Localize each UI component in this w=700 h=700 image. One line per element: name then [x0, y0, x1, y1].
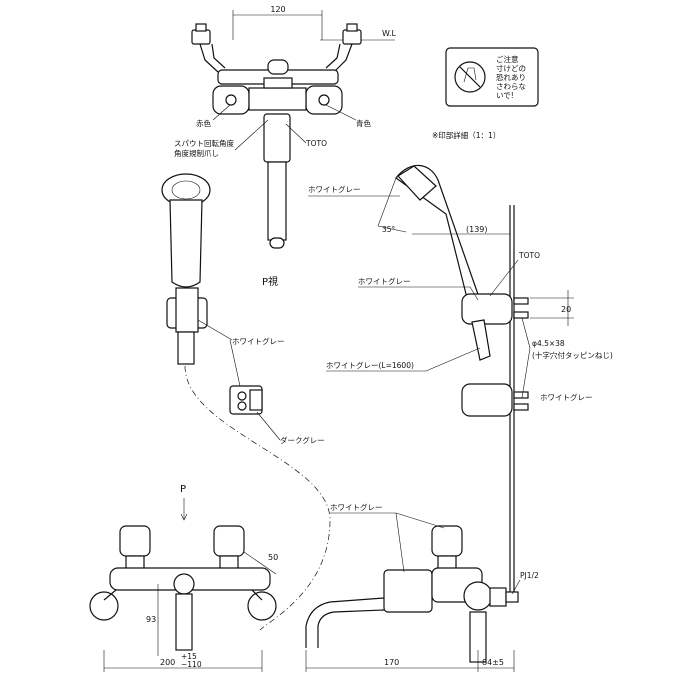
- stamp-detail-label: ※印部詳細（1：1）: [432, 130, 500, 140]
- red-color-label: 赤色: [196, 118, 211, 128]
- hand-icon: [463, 67, 477, 83]
- white-gray-hose-left-label: ホワイトグレー: [358, 276, 411, 286]
- warning-text-5: いで!: [496, 91, 514, 100]
- shower-side-right: 35° ホワイトグレー (139) TOTO ホワイトグレー 20 φ4.5×3…: [308, 164, 613, 600]
- shower-head-left: ホワイトグレー ダークグレー: [161, 173, 331, 631]
- pj-label: PJ1/2: [520, 571, 539, 580]
- white-gray-hanger-right-label: ホワイトグレー: [540, 392, 593, 402]
- dim-120: 120: [270, 5, 285, 14]
- white-gray-body-label: ホワイトグレー: [330, 502, 383, 512]
- dim-170: 170: [384, 658, 399, 667]
- white-gray-head-label: ホワイトグレー: [308, 184, 361, 194]
- angle-35-label: 35°: [382, 225, 396, 234]
- toto-top-label: TOTO: [305, 139, 327, 148]
- front-view: P 50 93 200 +15 −110: [89, 484, 278, 672]
- dim-50: 50: [268, 553, 278, 562]
- spout-rotation-label-1: スパウト回転角度: [174, 138, 234, 148]
- warning-text-2: 寸けどの: [496, 63, 526, 73]
- dim-200: 200: [160, 658, 175, 667]
- screw-spec-label: φ4.5×38: [532, 339, 565, 348]
- tol-200-minus: −110: [181, 660, 202, 669]
- p-arrow-label: P: [180, 484, 186, 495]
- tol-200-plus: +15: [181, 652, 197, 661]
- dim-84: 84±5: [482, 658, 504, 667]
- dark-gray-label: ダークグレー: [280, 435, 325, 445]
- side-view: ホワイトグレー PJ1/2 170 84±5: [305, 502, 539, 672]
- blue-color-label: 青色: [356, 118, 371, 128]
- p-view-label: P視: [262, 275, 278, 288]
- dim-93: 93: [146, 615, 156, 624]
- warning-text-3: 恐れあり: [496, 73, 526, 82]
- white-gray-hose-length-label: ホワイトグレー(L=1600): [326, 360, 414, 370]
- warning-sticker: ご注意 寸けどの 恐れあり さわらな いで!: [445, 47, 539, 107]
- warning-text-1: ご注意: [496, 54, 519, 64]
- dim-20: 20: [561, 305, 571, 314]
- screw-note-label: (十字穴付タッピンねじ): [532, 350, 613, 360]
- spout-rotation-label-2: 角度規制爪し: [174, 148, 219, 158]
- white-gray-handle-label: ホワイトグレー: [232, 336, 285, 346]
- warning-text-4: さわらな: [496, 82, 526, 91]
- top-view: 120 W.L 赤色 青色 スパウト回転角度 角度規制爪し: [174, 5, 397, 288]
- dim-139: (139): [466, 225, 488, 234]
- toto-side-label: TOTO: [518, 251, 540, 260]
- wl-label: W.L: [382, 29, 397, 38]
